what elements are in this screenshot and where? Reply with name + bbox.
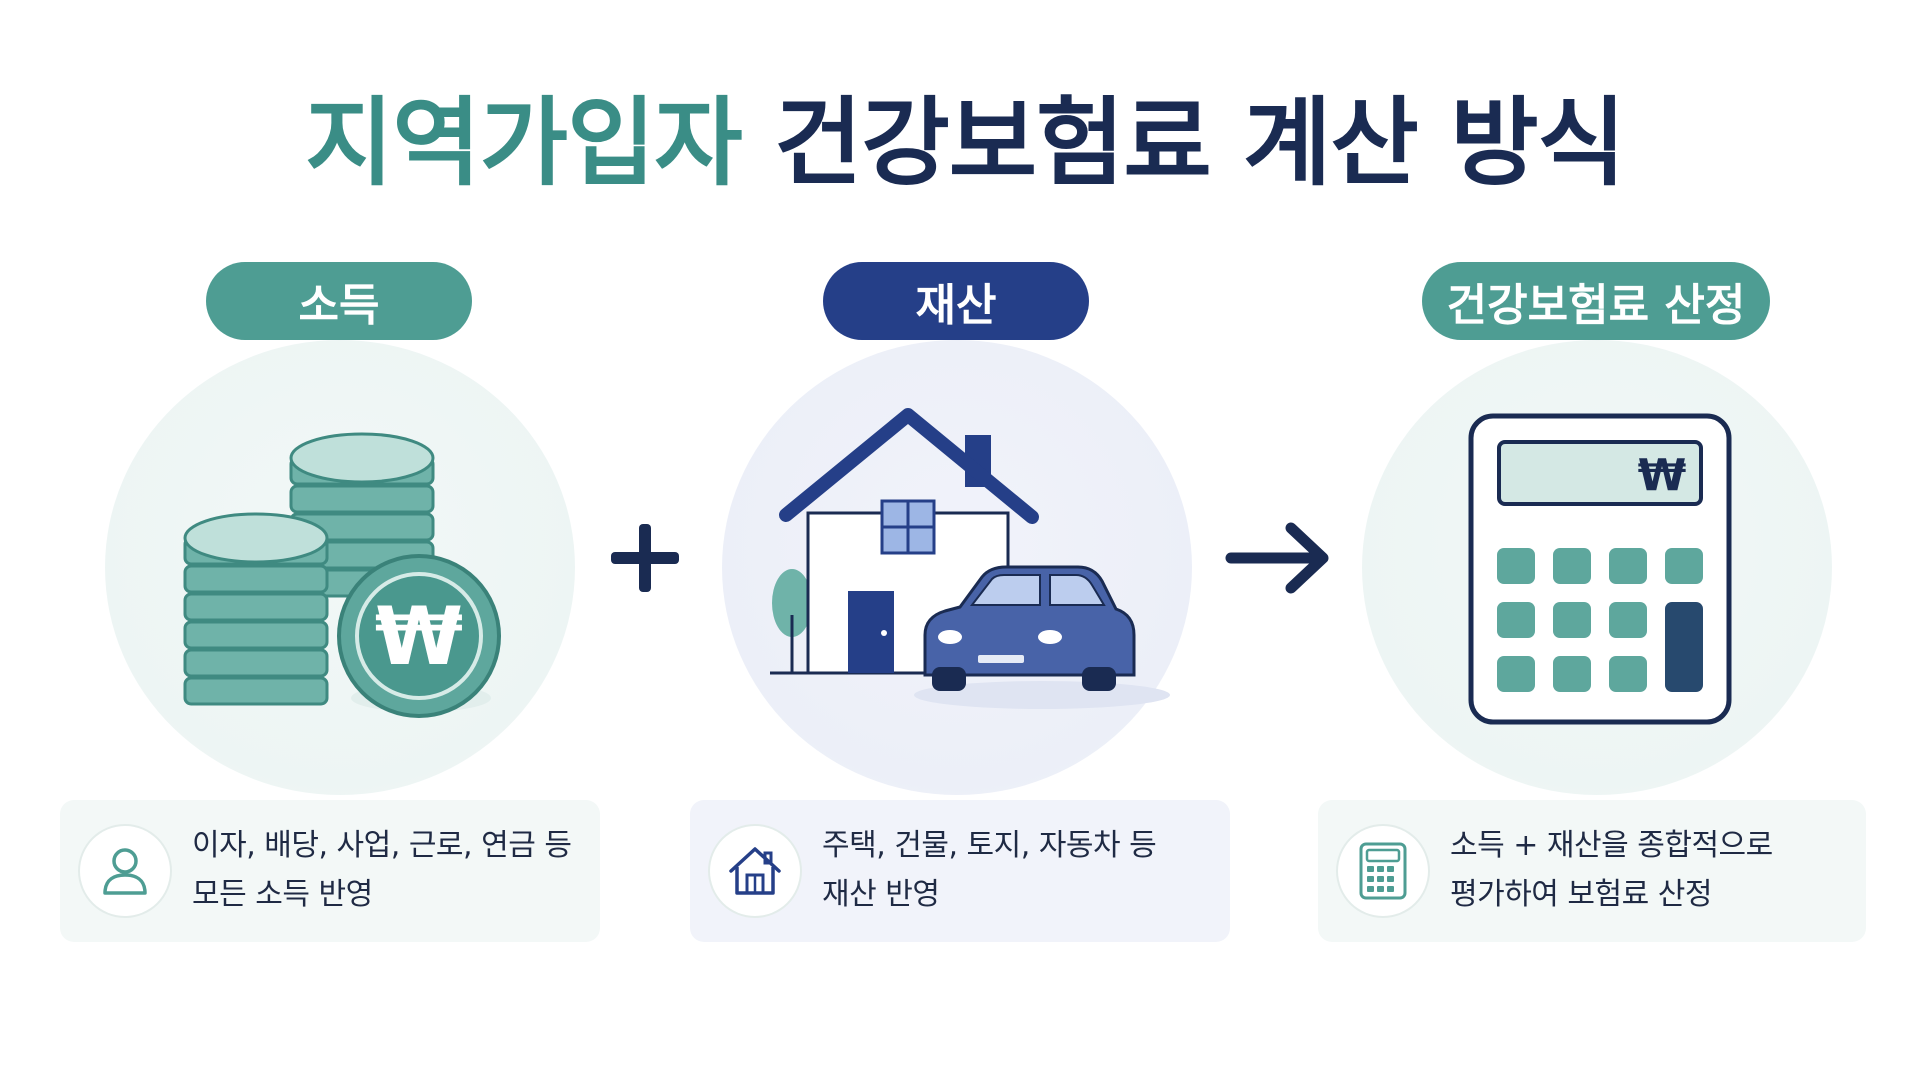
premium-desc: 소득 + 재산을 종합적으로 평가하여 보험료 산정	[1450, 822, 1773, 919]
income-desc-line-1: 이자, 배당, 사업, 근로, 연금 등	[192, 828, 572, 864]
premium-desc-line-2: 평가하여 보험료 산정	[1450, 877, 1712, 912]
person-icon	[103, 848, 147, 895]
plus-icon	[611, 524, 679, 592]
house-car-icon	[770, 408, 1170, 709]
premium-card: 소득 + 재산을 종합적으로 평가하여 보험료 산정	[1318, 800, 1866, 942]
income-label-text: 소득	[298, 280, 380, 331]
income-card: 이자, 배당, 사업, 근로, 연금 등 모든 소득 반영	[60, 800, 600, 942]
house-icon	[729, 847, 781, 895]
premium-card-icon-wrap	[1338, 826, 1428, 916]
income-label: 소득	[206, 262, 472, 340]
premium-label: 건강보험료 산정	[1422, 262, 1770, 340]
arrow-right-icon	[1225, 522, 1329, 594]
property-desc-line-2: 재산 반영	[822, 877, 940, 912]
premium-label-text: 건강보험료 산정	[1446, 280, 1746, 331]
income-desc: 이자, 배당, 사업, 근로, 연금 등 모든 소득 반영	[192, 822, 572, 919]
title-main: 건강보험료 계산 방식	[774, 87, 1626, 199]
premium-desc-line-1: 소득 + 재산을 종합적으로	[1450, 828, 1773, 864]
income-desc-line-2: 모든 소득 반영	[192, 877, 373, 912]
calculator-icon: ₩	[1468, 413, 1732, 725]
property-card-icon-wrap	[710, 826, 800, 916]
calculator-won-symbol: ₩	[1638, 450, 1687, 501]
title-accent: 지역가입자	[305, 87, 743, 199]
property-desc: 주택, 건물, 토지, 자동차 등 재산 반영	[822, 822, 1157, 919]
property-label: 재산	[823, 262, 1089, 340]
page-title: 지역가입자 건강보험료 계산 방식	[0, 86, 1930, 201]
coins-icon: ₩	[183, 432, 501, 718]
won-symbol: ₩	[375, 590, 463, 683]
income-card-icon-wrap	[80, 826, 170, 916]
property-card: 주택, 건물, 토지, 자동차 등 재산 반영	[690, 800, 1230, 942]
property-label-text: 재산	[915, 280, 997, 331]
small-calculator-icon	[1359, 842, 1407, 900]
property-desc-line-1: 주택, 건물, 토지, 자동차 등	[822, 828, 1157, 864]
